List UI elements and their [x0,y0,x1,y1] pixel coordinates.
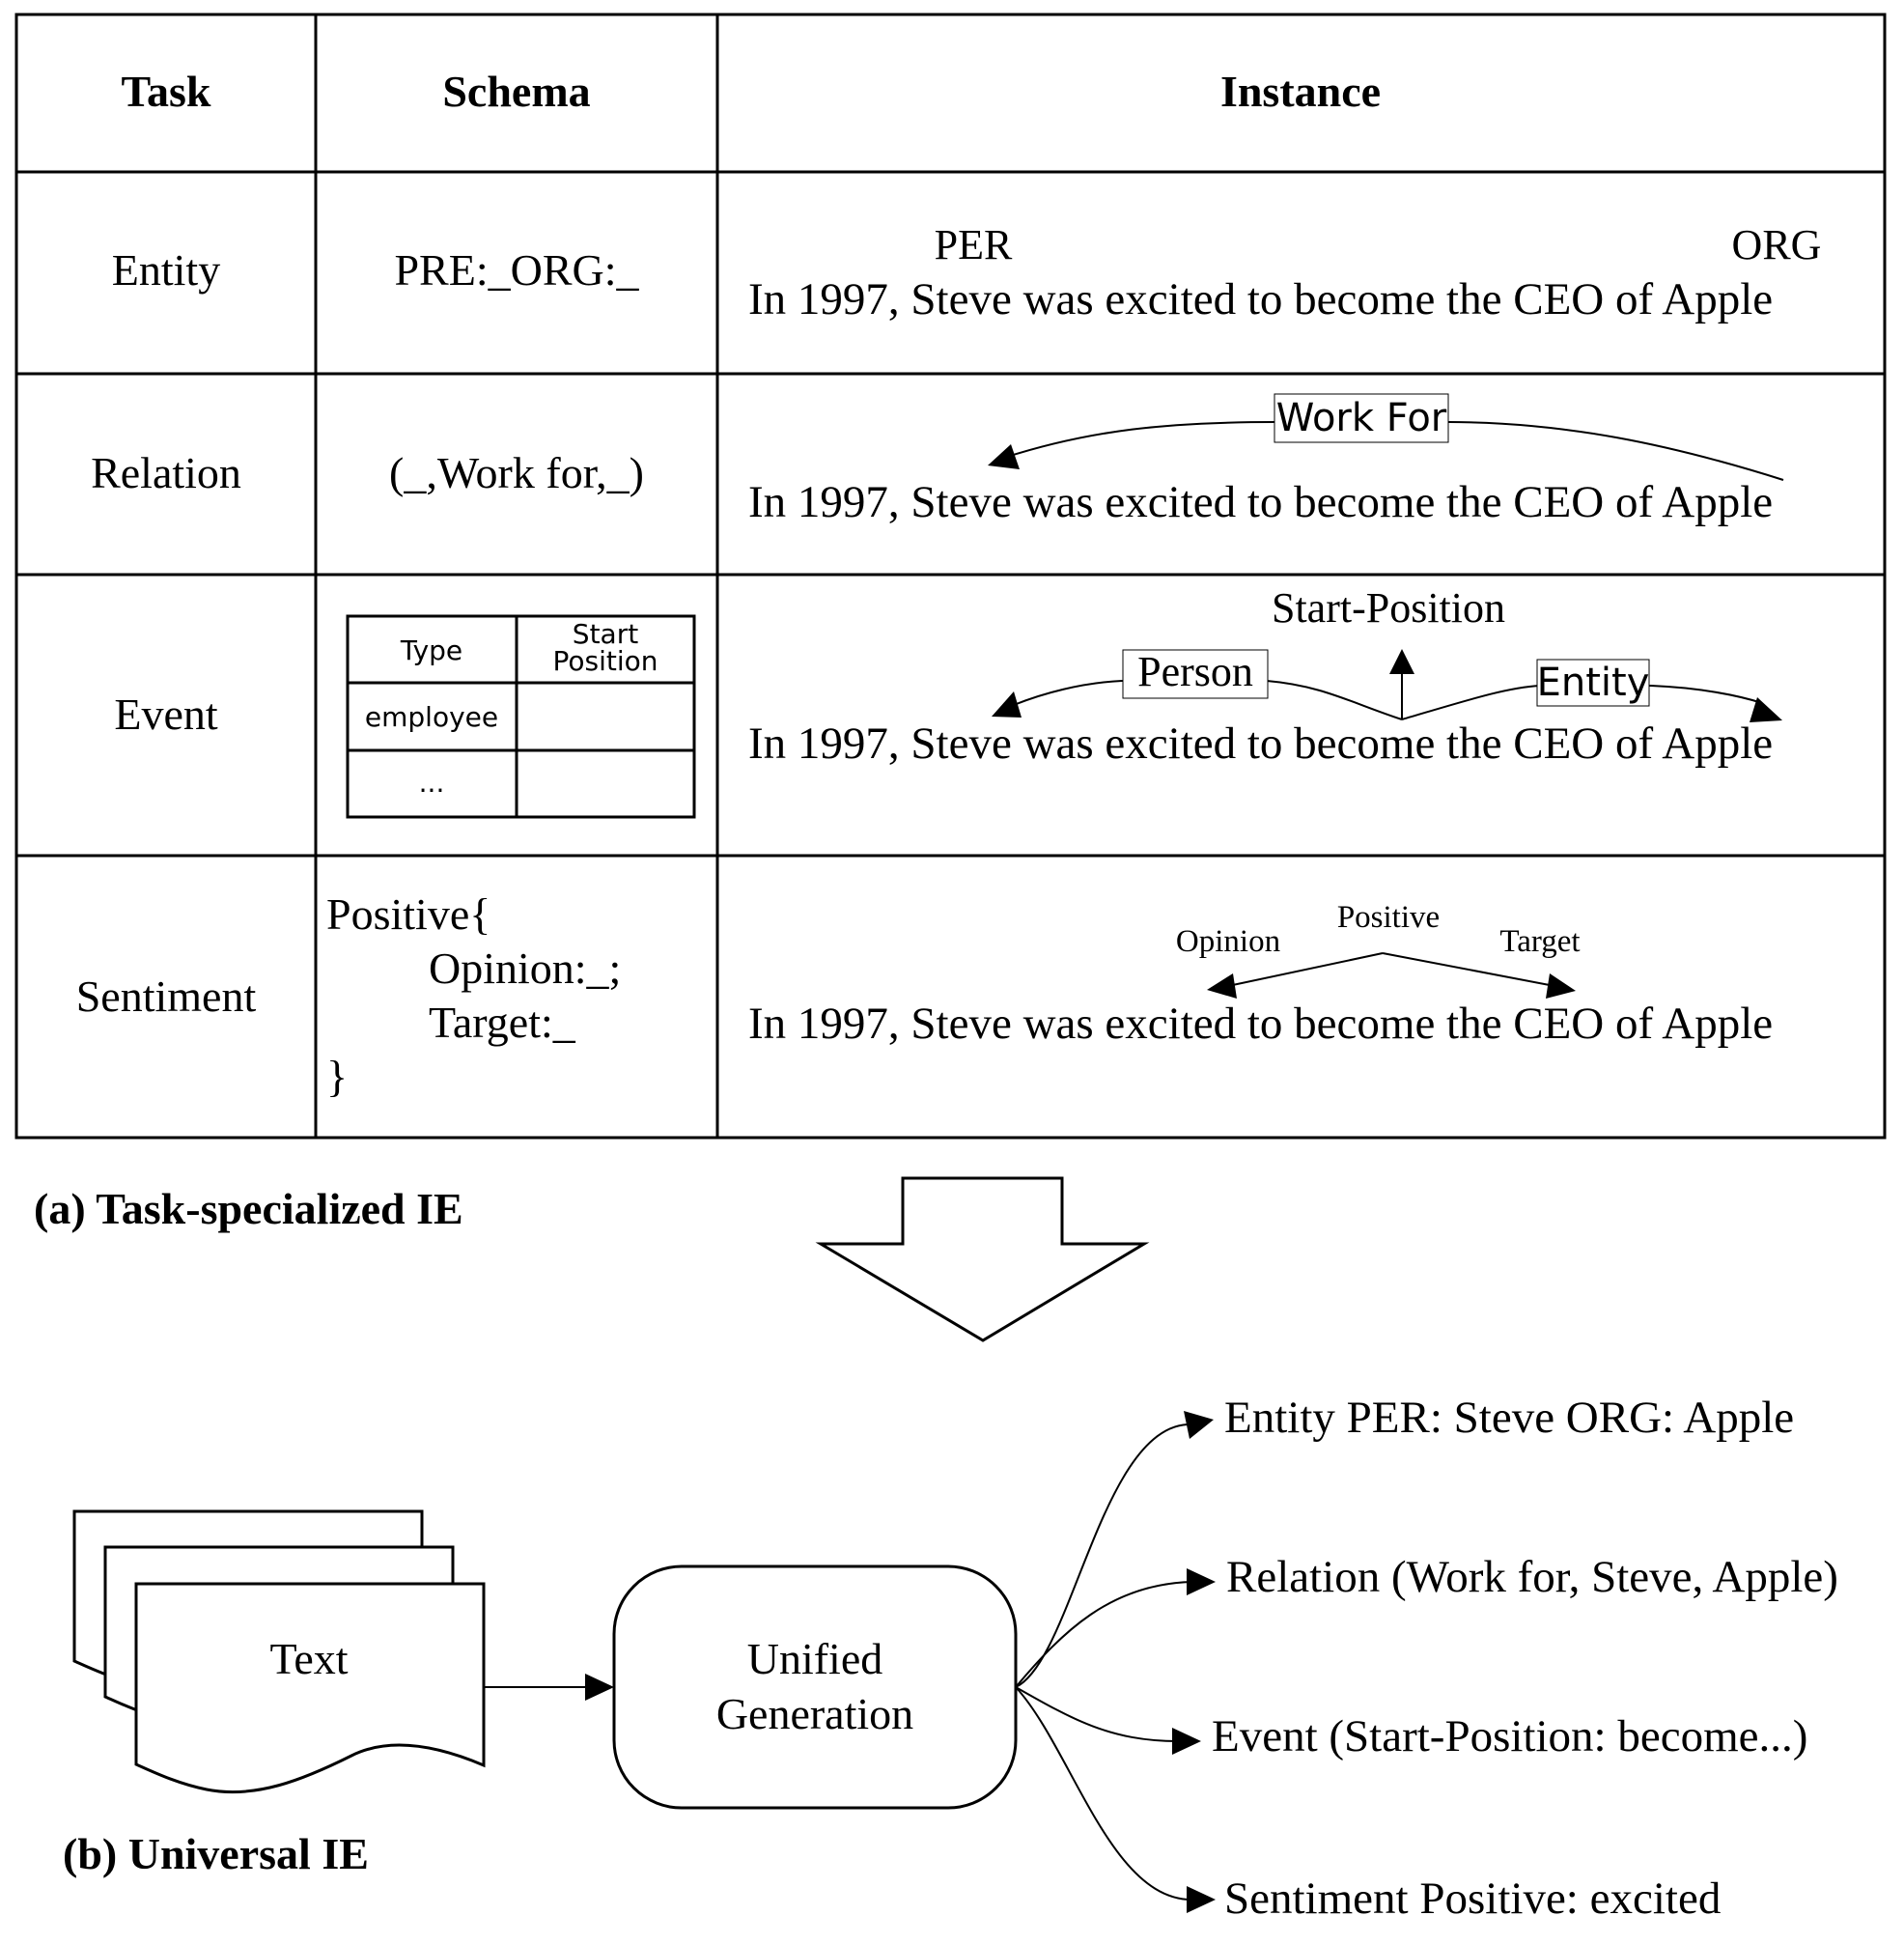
event-schema-start-header-1: Start [573,618,638,650]
output-entity: Entity PER: Steve ORG: Apple [1224,1393,1794,1443]
sentiment-target-arrowhead [1546,973,1576,999]
unified-generation-box [612,1564,1018,1810]
relation-arrowhead [988,444,1020,469]
output-sentiment: Sentiment Positive: excited [1224,1874,1721,1924]
sentence-relation: In 1997, Steve was excited to become the… [748,477,1773,527]
sentiment-target-line [1382,952,1555,987]
output-arrowhead-event [1172,1728,1201,1755]
sentiment-label-target: Target [1499,924,1580,959]
schema-entity: PRE:_ORG:_ [394,245,639,295]
unified-generation-line2: Generation [716,1689,913,1738]
text-document-stack [72,1509,486,1794]
unified-generation-line1: Unified [747,1634,883,1683]
output-fanout [1015,1423,1193,1902]
task-relation: Relation [91,448,241,497]
sentiment-label-opinion: Opinion [1176,924,1280,959]
text-to-model-arrowhead [585,1674,614,1701]
event-schema-type-header: Type [400,634,462,666]
event-entity-arrowhead [1750,697,1782,722]
text-input-label: Text [269,1634,348,1683]
sentence-sentiment: In 1997, Steve was excited to become the… [748,999,1773,1049]
schema-sentiment-line3: Target:_ [429,998,576,1047]
output-arrowhead-relation [1187,1568,1216,1595]
sentence-event: In 1997, Steve was excited to become the… [748,718,1773,769]
output-arrowhead-entity [1184,1411,1214,1439]
transform-down-arrow [815,1176,1150,1342]
event-person-arrowhead [992,691,1022,718]
schema-sentiment-line2: Opinion:_; [429,944,621,993]
task-entity: Entity [112,245,220,295]
event-arg-person: Person [1137,648,1253,695]
sentiment-label-positive: Positive [1337,900,1440,935]
event-schema-ellipsis: ... [419,767,445,799]
event-schema-table [346,614,696,819]
relation-arc-label: Work For [1276,396,1447,440]
header-schema: Schema [442,67,590,116]
caption-universal: (b) Universal IE [63,1829,369,1878]
ie-table [14,13,1887,1140]
event-trigger-arrowhead [1389,649,1414,674]
event-trigger-label: Start-Position [1272,584,1505,632]
schema-sentiment-line4: } [326,1052,348,1101]
sentiment-opinion-arrowhead [1207,973,1237,999]
event-schema-employee: employee [365,701,498,733]
output-arrowhead-sentiment [1187,1886,1216,1913]
sentiment-opinion-line [1227,952,1384,987]
task-sentiment: Sentiment [76,972,257,1021]
schema-relation: (_,Work for,_) [389,448,644,497]
task-event: Event [114,690,218,739]
sentence-entity: In 1997, Steve was excited to become the… [748,274,1773,324]
output-relation: Relation (Work for, Steve, Apple) [1226,1552,1838,1602]
entity-label-org: ORG [1732,221,1822,268]
event-arg-entity: Entity [1537,661,1650,705]
schema-sentiment-line1: Positive{ [326,889,490,939]
output-event: Event (Start-Position: become...) [1212,1711,1807,1761]
caption-task-specialized: (a) Task-specialized IE [34,1184,463,1233]
entity-label-per: PER [935,221,1013,268]
header-task: Task [122,67,211,116]
event-schema-start-header-2: Position [552,645,658,677]
header-instance: Instance [1220,67,1381,116]
